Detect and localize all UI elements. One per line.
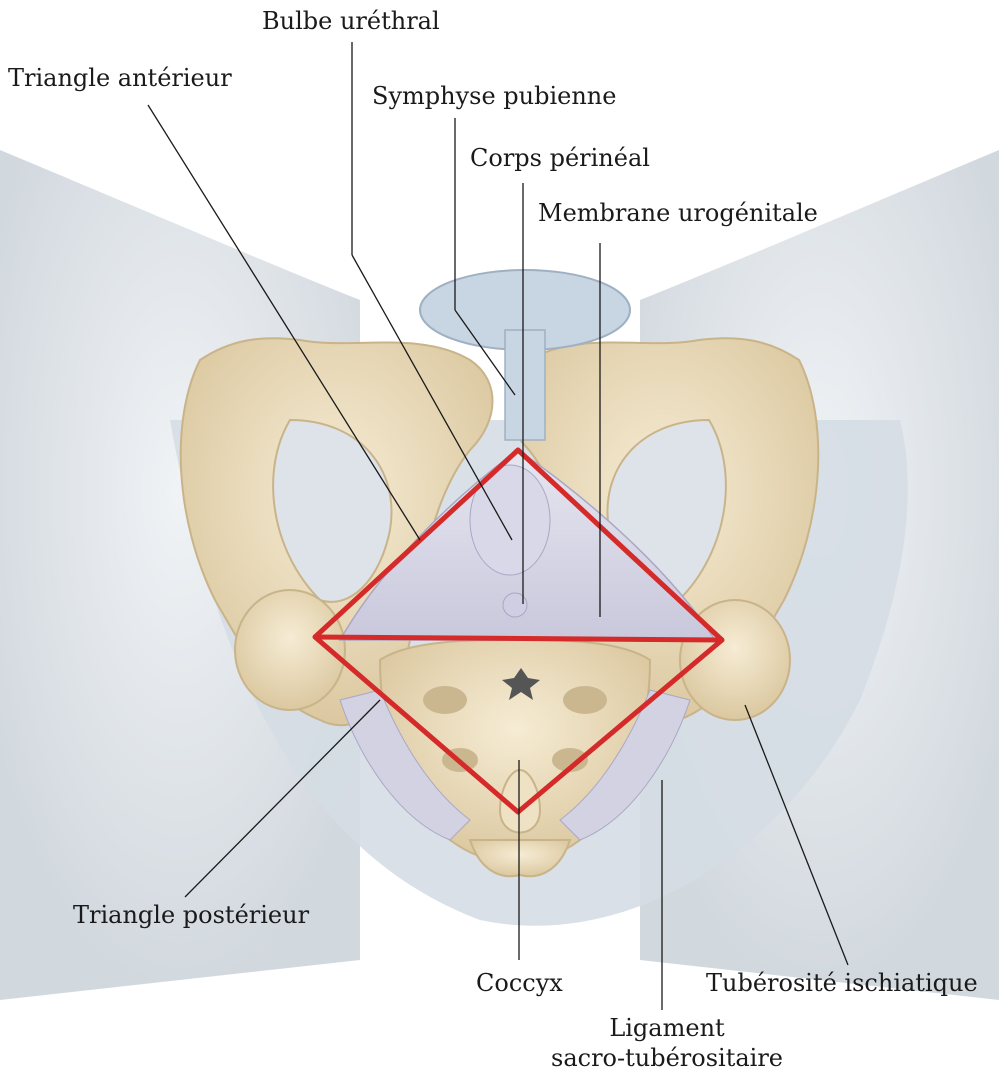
label-coccyx: Coccyx (476, 970, 563, 996)
label-bulbe-urethral: Bulbe uréthral (262, 8, 440, 34)
label-tuberosite-ischiatique: Tubérosité ischiatique (706, 970, 978, 996)
label-triangle-posterieur: Triangle postérieur (73, 902, 309, 928)
diamond-midline (315, 637, 722, 640)
label-membrane-urogenitale: Membrane urogénitale (538, 200, 818, 226)
label-triangle-anterieur: Triangle antérieur (8, 65, 232, 91)
label-corps-perineal: Corps périnéal (470, 145, 650, 171)
label-ligament-line2: sacro-tubérositaire (551, 1045, 783, 1071)
label-symphyse-pubienne: Symphyse pubienne (372, 83, 616, 109)
label-ligament-line1: Ligament (609, 1015, 724, 1041)
